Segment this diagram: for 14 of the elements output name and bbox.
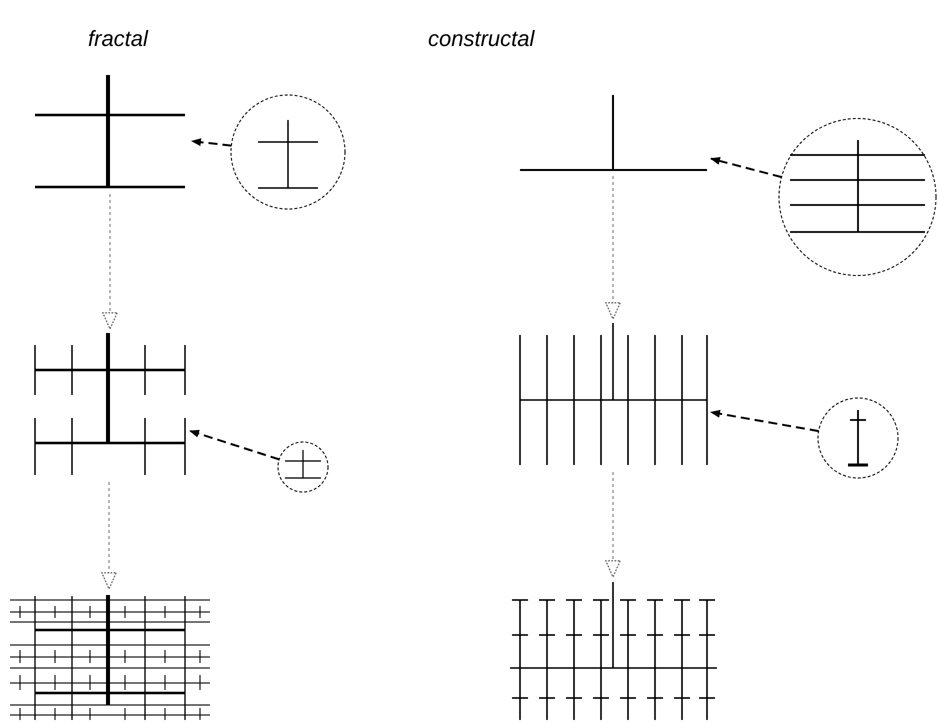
magnified-inset-drawing bbox=[778, 117, 937, 277]
arrow bbox=[605, 176, 621, 320]
leader-arrow bbox=[191, 138, 232, 147]
arrow bbox=[101, 482, 117, 590]
column-heading: fractal bbox=[88, 26, 148, 52]
magnified-inset-drawing bbox=[277, 441, 329, 493]
magnified-inset-drawing bbox=[230, 94, 346, 210]
leader-arrow bbox=[189, 430, 280, 460]
leader-arrow bbox=[710, 157, 782, 178]
column-heading: constructal bbox=[428, 26, 534, 52]
arrow bbox=[605, 472, 621, 578]
leader-arrow bbox=[710, 410, 819, 432]
arrow bbox=[102, 194, 118, 330]
magnified-inset-drawing bbox=[817, 397, 899, 479]
